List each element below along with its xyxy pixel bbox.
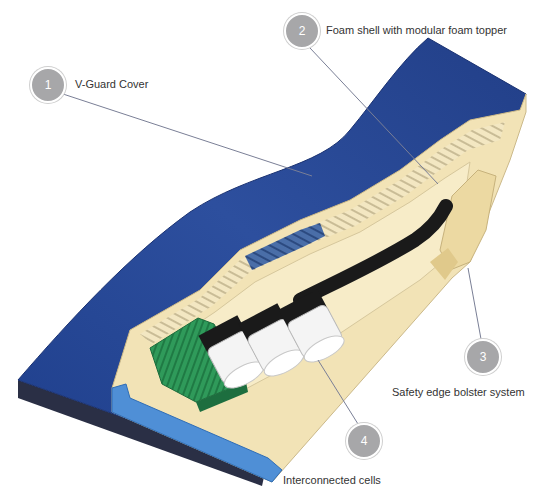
callout-number-text: 3: [480, 351, 487, 363]
leader-line: [310, 48, 438, 184]
air-cells: [198, 289, 347, 393]
callout-number: 4: [346, 423, 382, 459]
leader-lines: [63, 48, 481, 424]
foot-edge: [112, 384, 282, 482]
bolster-block: [430, 248, 458, 280]
foam-shell: [112, 94, 526, 482]
callout-number: 2: [284, 13, 320, 49]
callout-number: 1: [30, 67, 66, 103]
callout-number-text: 4: [361, 435, 368, 447]
part-label: Safety edge bolster system: [392, 386, 525, 399]
callout-number-text: 2: [299, 25, 306, 37]
leader-line: [318, 360, 358, 424]
part-label: Interconnected cells: [283, 474, 381, 487]
part-label: V-Guard Cover: [75, 78, 148, 91]
part-label: Foam shell with modular foam topper: [326, 24, 507, 37]
air-hose: [300, 206, 446, 300]
callout-number: 3: [465, 339, 501, 375]
leader-line: [63, 94, 312, 176]
leader-line: [468, 268, 481, 339]
callout-number-text: 1: [45, 79, 52, 91]
